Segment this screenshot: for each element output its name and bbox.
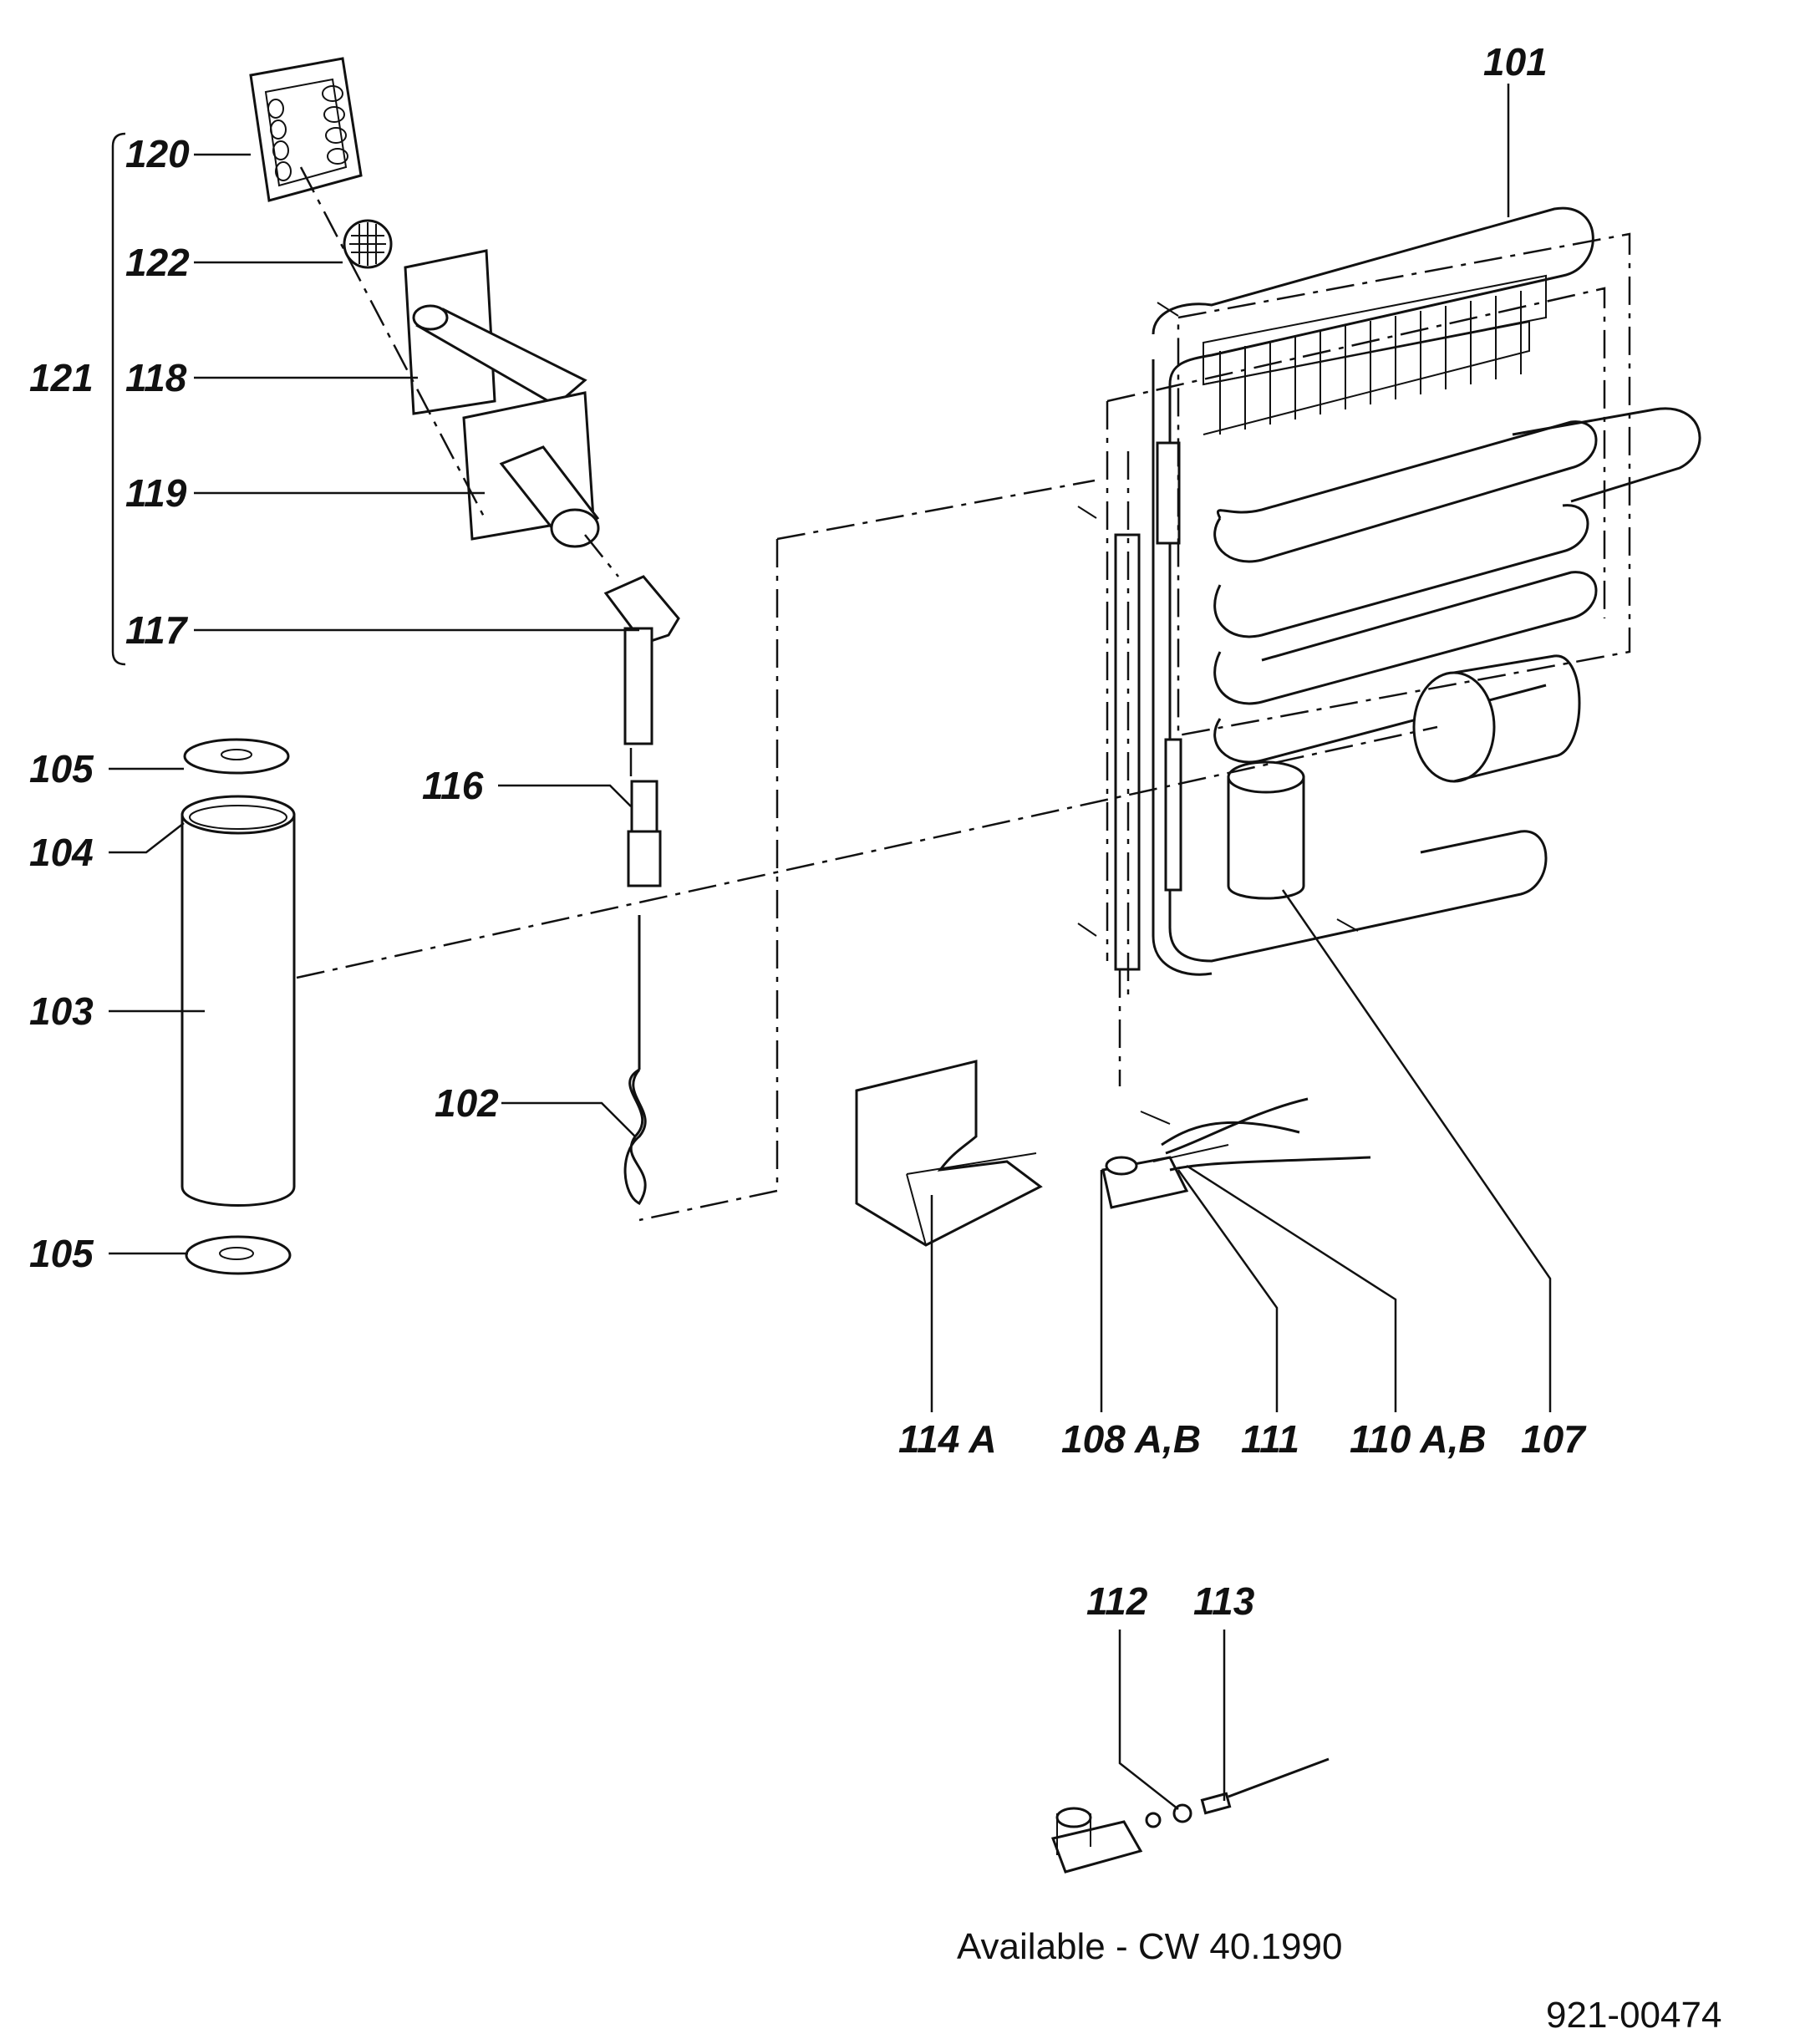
absorber-vessel	[1412, 654, 1581, 783]
part-114a-burner-shield	[855, 1060, 1043, 1247]
part-108-burner	[1101, 1144, 1229, 1209]
label-114a: 114 A	[898, 1417, 997, 1461]
part-118-flue-duct	[404, 249, 587, 415]
assembly-guide-lines	[296, 166, 1631, 1222]
label-118: 118	[125, 356, 187, 399]
label-103: 103	[29, 989, 94, 1033]
label-112: 112	[1086, 1579, 1148, 1623]
label-122: 122	[125, 241, 190, 284]
label-105-bottom: 105	[29, 1232, 94, 1275]
label-117: 117	[125, 608, 189, 652]
label-101: 101	[1483, 40, 1548, 84]
part-117-flue-elbow	[603, 575, 680, 745]
part-120-flue-cap	[249, 57, 363, 202]
part-107-level-vessel	[1227, 760, 1305, 900]
part-116-burner-tube	[627, 780, 662, 887]
part-110-thermocouple	[1161, 1121, 1371, 1172]
drawing-number: 921-00474	[1546, 1995, 1721, 2036]
availability-note: Available - CW 40.1990	[957, 1926, 1342, 1967]
part-105-top-plate	[183, 738, 290, 775]
label-108ab: 108 A,B	[1061, 1417, 1201, 1461]
label-102: 102	[435, 1081, 499, 1125]
label-107: 107	[1521, 1417, 1587, 1461]
label-111: 111	[1241, 1417, 1299, 1461]
part-119-flue-plate	[462, 391, 600, 548]
label-105-top: 105	[29, 747, 94, 791]
label-104: 104	[29, 831, 94, 874]
part-112-burner-old-type	[1050, 1803, 1192, 1874]
leader-lines	[109, 84, 1552, 1810]
label-113: 113	[1193, 1579, 1255, 1623]
label-110ab: 110 A,B	[1350, 1417, 1487, 1461]
part-113-thermocouple-old-type	[1200, 1757, 1330, 1815]
part-102-baffle-spiral	[623, 915, 647, 1205]
part-105-bottom-plate	[185, 1235, 292, 1275]
label-121: 121	[29, 356, 94, 399]
label-119: 119	[125, 471, 187, 515]
part-111-ignition-electrode	[1140, 1097, 1309, 1155]
part-122-flue-screen	[343, 219, 393, 269]
label-116: 116	[422, 764, 484, 807]
label-120: 120	[125, 132, 190, 175]
part-101-cooling-unit	[1077, 206, 1701, 976]
part-103-tank	[181, 795, 296, 1207]
